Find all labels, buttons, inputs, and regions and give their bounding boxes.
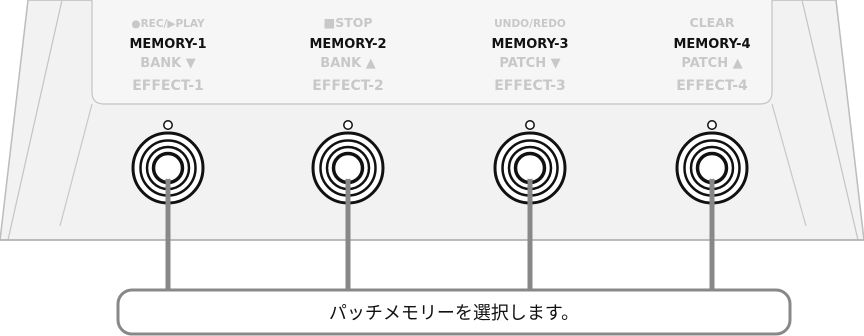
footswitch-1-cap bbox=[157, 157, 179, 179]
function-label-memory-2: MEMORY-2 bbox=[309, 37, 386, 52]
status-led-4 bbox=[707, 120, 717, 130]
function-label-clear: CLEAR bbox=[690, 15, 735, 30]
function-label-effect-3: EFFECT-3 bbox=[494, 78, 566, 94]
function-label-bank-down: BANK ▼ bbox=[140, 56, 195, 71]
footswitch-4-cap bbox=[701, 157, 723, 179]
function-label-effect-1: EFFECT-1 bbox=[132, 78, 204, 94]
function-label-effect-2: EFFECT-2 bbox=[312, 78, 384, 94]
callout-box bbox=[116, 288, 792, 336]
function-label-stop: ■STOP bbox=[323, 15, 372, 30]
function-label-patch-down: PATCH ▼ bbox=[499, 56, 560, 71]
function-label-memory-4: MEMORY-4 bbox=[673, 37, 750, 52]
panel-bevel-left bbox=[59, 103, 93, 227]
function-label-undo-redo: UNDO/REDO bbox=[494, 18, 566, 30]
status-led-1 bbox=[163, 120, 173, 130]
panel-bevel-right bbox=[771, 103, 807, 227]
leader-lines bbox=[165, 176, 715, 290]
panel-rim-left bbox=[7, 0, 63, 241]
panel-rim-right bbox=[801, 0, 859, 241]
status-led-2 bbox=[343, 120, 353, 130]
status-led-3 bbox=[525, 120, 535, 130]
callout-text: パッチメモリーを選択します。 bbox=[329, 303, 579, 324]
function-label-bank-up: BANK ▲ bbox=[320, 56, 375, 71]
function-label-patch-up: PATCH ▲ bbox=[681, 56, 742, 71]
button-caps bbox=[157, 157, 723, 179]
function-label-memory-1: MEMORY-1 bbox=[129, 37, 206, 52]
function-label-effect-4: EFFECT-4 bbox=[676, 78, 748, 94]
footswitch-3-cap bbox=[519, 157, 541, 179]
label-panel bbox=[91, 0, 773, 105]
function-label-memory-3: MEMORY-3 bbox=[491, 37, 568, 52]
footswitch-2-cap bbox=[337, 157, 359, 179]
function-label-rec-play: ●REC/▶PLAY bbox=[131, 18, 205, 30]
